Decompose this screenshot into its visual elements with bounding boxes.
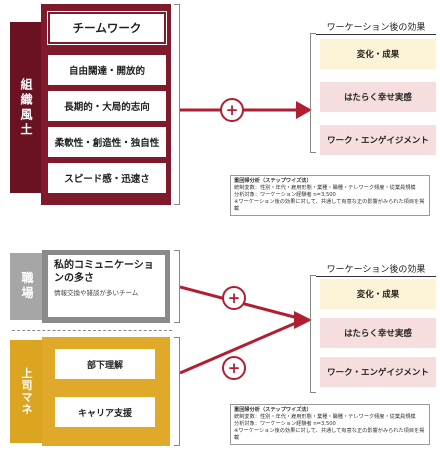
analysis-note-section1: 重回帰分析（ステップワイズ法） 統制変数：性別・年代・雇用形態・業種・職種・テレ… — [230, 175, 430, 216]
arrow-section1 — [180, 101, 312, 119]
org-culture-item-open: 自由闊達・開放的 — [48, 55, 166, 85]
effects-bracket-section1 — [310, 33, 316, 153]
org-culture-item-flexibility: 柔軟性・創造性・独自性 — [48, 127, 166, 157]
section-divider — [12, 330, 172, 331]
effect-change-results-s1: 変化・成果 — [320, 39, 436, 69]
note-line3-s1: ※ワーケーション後の効果に対して、共通して有意な正の影響がみられた項目を掲載 — [234, 199, 425, 212]
workplace-category-label: 職場環境 — [0, 271, 34, 302]
note-line1-s1: 統制変数：性別・年代・雇用形態・業種・職種・テレワーク頻度・従業員規模 — [234, 185, 416, 191]
note-line2-s1: 分析対象：ワーケーション経験者 n=3,500 — [234, 192, 336, 198]
boss-management-category-bar: 上司マネジメント — [0, 340, 42, 443]
workplace-category-bar: 職場環境 — [0, 253, 42, 320]
org-culture-item-long-term: 長期的・大局的志向 — [48, 91, 166, 121]
private-communication-label: 私的コミュニケーションの多さ — [54, 260, 154, 284]
workplace-bracket — [174, 250, 180, 323]
private-communication-sub: 情報交換や雑談が多いチーム — [54, 289, 139, 297]
effect-change-results-s2: 変化・成果 — [320, 279, 436, 309]
plus-icon-section1: + — [220, 98, 244, 122]
effect-happiness-s2: はたらく幸せ実感 — [320, 318, 436, 348]
note-line2-s2: 分析対象：ワーケーション経験者 n=3,500 — [234, 421, 336, 427]
org-culture-category-label: 組織風土 — [19, 77, 33, 138]
note-title-s2: 重回帰分析（ステップワイズ法） — [234, 407, 312, 413]
effect-engagement-s2: ワーク・エンゲイジメント — [320, 357, 436, 387]
effect-happiness-s1: はたらく幸せ実感 — [320, 82, 436, 112]
note-title-s1: 重回帰分析（ステップワイズ法） — [234, 178, 312, 184]
org-culture-item-speed: スピード感・迅速さ — [48, 163, 166, 193]
plus-icon-section2-top: + — [222, 286, 246, 310]
boss-management-category-label: 上司マネジメント — [0, 367, 33, 416]
plus-icon-section2-bottom: + — [222, 356, 246, 380]
boss-item-understanding: 部下理解 — [55, 349, 155, 379]
private-communication-box: 私的コミュニケーションの多さ 情報交換や雑談が多いチーム — [48, 255, 165, 317]
note-line1-s2: 統制変数：性別・年代・雇用形態・業種・職種・テレワーク頻度・従業員規模 — [234, 414, 416, 420]
org-culture-item-teamwork: チームワーク — [47, 11, 167, 45]
effects-bracket-section2 — [310, 275, 316, 393]
note-line3-s2: ※ワーケーション後の効果に対して、共通して有意な正の影響がみられた項目を掲載 — [234, 428, 425, 441]
boss-item-career-support: キャリア支援 — [55, 397, 155, 427]
effect-engagement-s1: ワーク・エンゲイジメント — [320, 125, 436, 155]
org-culture-bracket — [174, 4, 180, 205]
org-culture-category-bar: 組織風土 — [10, 22, 41, 193]
arrows-section2 — [180, 285, 312, 375]
boss-bracket — [174, 337, 180, 446]
effects-title-section2: ワーケーション後の効果 — [316, 262, 436, 277]
effects-title-section1: ワーケーション後の効果 — [316, 20, 436, 35]
analysis-note-section2: 重回帰分析（ステップワイズ法） 統制変数：性別・年代・雇用形態・業種・職種・テレ… — [230, 404, 430, 445]
